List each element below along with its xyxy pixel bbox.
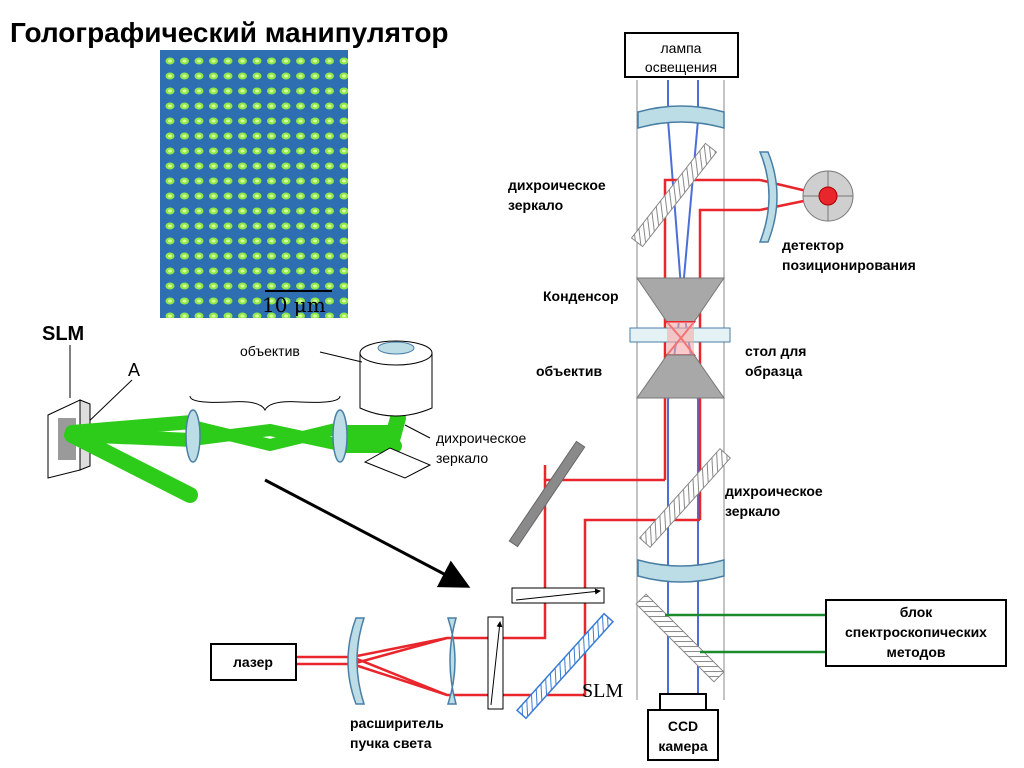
lamp-box: лампа освещения xyxy=(624,32,739,78)
expander-lens-1 xyxy=(347,617,366,705)
lamp-label-1: лампа xyxy=(661,40,702,56)
inset-dichroic-label-1: дихроическое xyxy=(436,430,527,446)
ccd-label-2: камера xyxy=(658,738,707,754)
spectroscopy-box: блок спектроскопических методов xyxy=(825,599,1007,667)
expander-label-1: расширитель xyxy=(350,715,444,731)
transition-arrow xyxy=(264,478,471,588)
condenser xyxy=(636,277,725,323)
inset-point-a-label: A xyxy=(128,360,140,380)
ccd-label-1: CCD xyxy=(668,718,698,734)
laser-label: лазер xyxy=(233,654,273,670)
inset-lens-2 xyxy=(332,409,348,463)
green-beams xyxy=(64,410,406,503)
inset-lens-1 xyxy=(185,409,201,463)
inset-dichroic-label-2: зеркало xyxy=(436,450,488,466)
objective-label: объектив xyxy=(536,363,602,379)
spectro-label-3: методов xyxy=(886,644,945,660)
trap-array-image: 10 μm xyxy=(160,50,348,318)
ccd-camera: CCD камера xyxy=(647,693,719,761)
inset-dichroic-mirror xyxy=(363,447,432,479)
expander-label-2: пучка света xyxy=(350,735,432,751)
inset-objective xyxy=(359,340,433,417)
stage-label-2: образца xyxy=(745,363,802,379)
dichroic-mirror-bottom xyxy=(635,593,725,683)
detector-label-2: позиционирования xyxy=(782,257,916,273)
laser-box: лазер xyxy=(210,643,297,681)
scale-bar-label: 10 μm xyxy=(262,293,326,317)
inset-objective-label: объектив xyxy=(240,343,300,359)
slm-label: SLM xyxy=(582,680,623,702)
tube-lens xyxy=(637,559,725,583)
dichroic-mirror-mid xyxy=(638,448,732,548)
stage-label-1: стол для xyxy=(745,343,806,359)
dichroic-mirror-top xyxy=(630,142,718,248)
inset-optical-scheme: SLM A объектив xyxy=(42,323,527,503)
detector-label-1: детектор xyxy=(782,237,844,253)
inset-slm-label: SLM xyxy=(42,323,84,345)
dichroic-mid-label-1: дихроическое xyxy=(725,483,823,499)
dichroic-top-label-2: зеркало xyxy=(508,197,563,213)
position-detector xyxy=(802,170,854,222)
expander-lens-2 xyxy=(446,617,457,705)
relay-element-vertical xyxy=(487,616,504,710)
relay-element xyxy=(511,587,605,604)
spectro-label-2: спектроскопических xyxy=(845,624,987,640)
folding-mirror xyxy=(508,440,586,548)
lamp-lens xyxy=(637,105,725,129)
detector-lens xyxy=(758,151,778,243)
page-title: Голографический манипулятор xyxy=(10,17,449,48)
lamp-label-2: освещения xyxy=(645,59,717,75)
slm-device xyxy=(515,612,615,720)
spectro-label-1: блок xyxy=(900,604,934,620)
dichroic-top-label-1: дихроическое xyxy=(508,177,606,193)
spectro-lines xyxy=(665,613,826,654)
objective xyxy=(636,354,725,399)
dichroic-mid-label-2: зеркало xyxy=(725,503,780,519)
condenser-label: Конденсор xyxy=(543,288,619,304)
